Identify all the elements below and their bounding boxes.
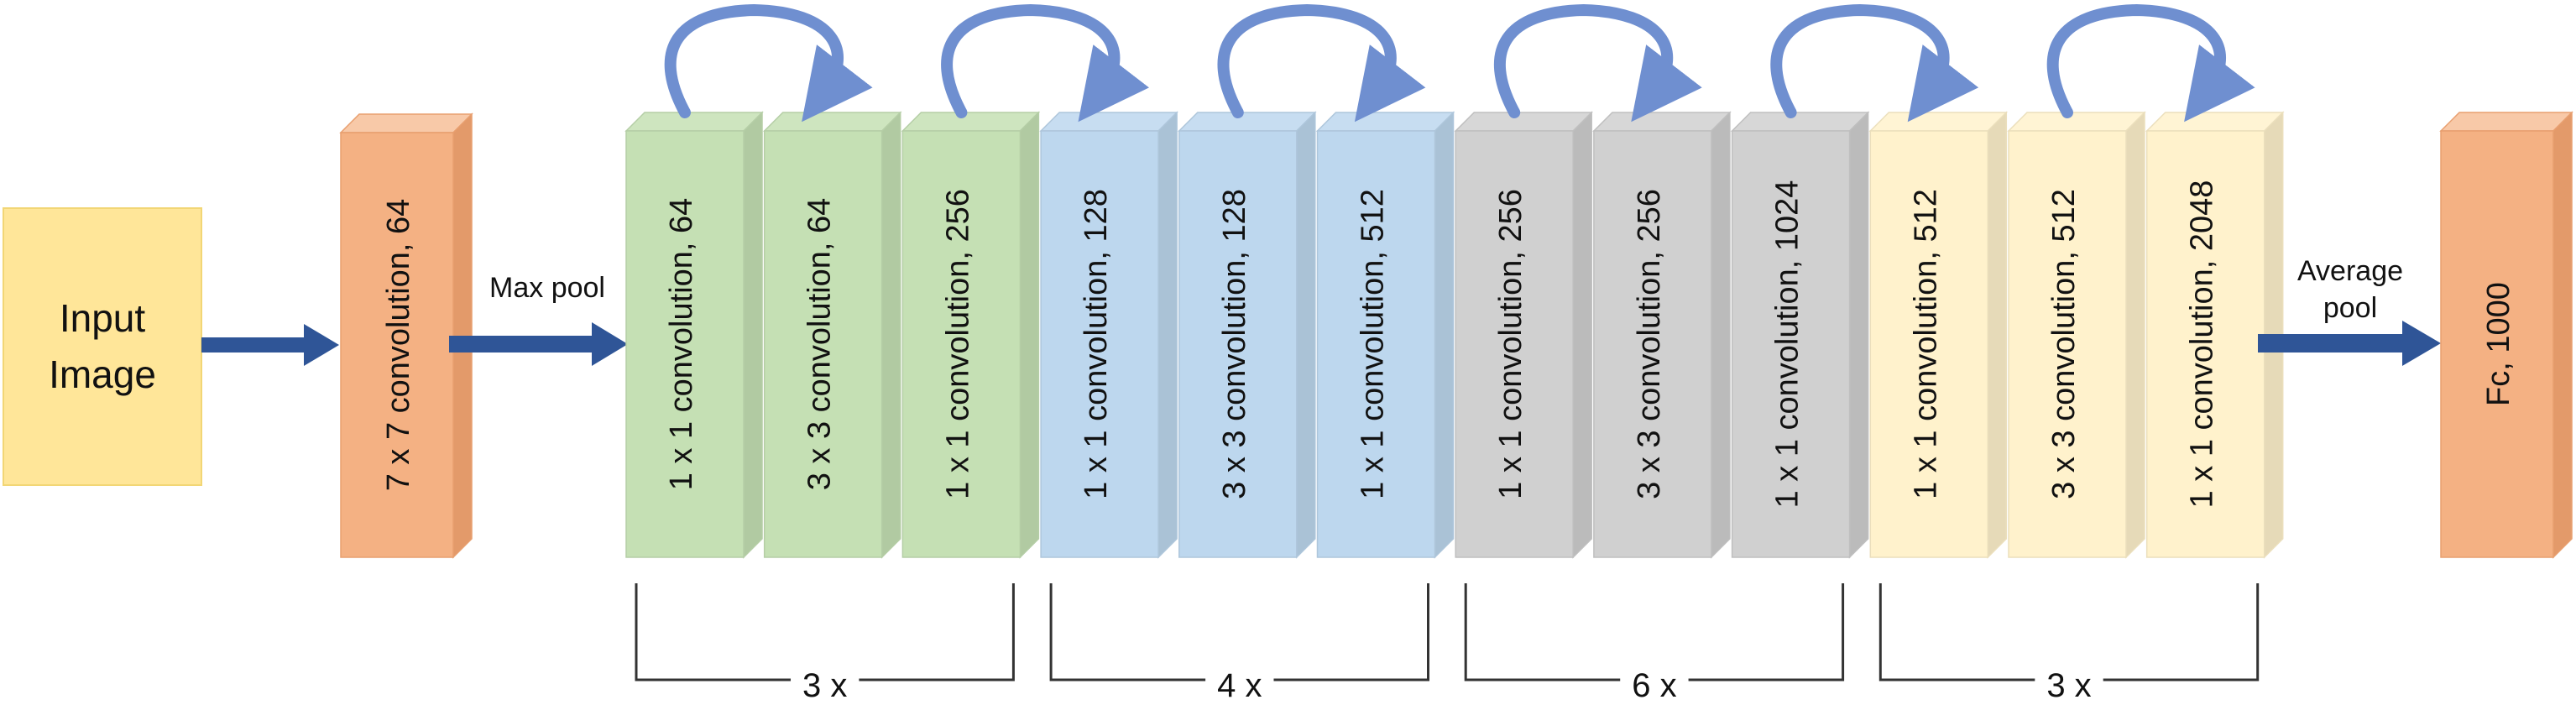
conv-block-2: 3 x 3 convolution, 64 [762, 111, 902, 559]
conv-block-side-face [1296, 111, 1316, 559]
conv-block-front-face [1731, 130, 1851, 558]
conv-block-front-face [901, 130, 1022, 558]
conv-block-side-face [1157, 111, 1178, 559]
conv-block-label: 1 x 1 convolution, 2048 [2185, 180, 2220, 509]
conv-block-side-face [1434, 111, 1455, 559]
conv-block-side-face [1572, 111, 1592, 559]
conv-block-side-face [1848, 111, 1869, 559]
conv-block-front-face [2008, 130, 2127, 558]
conv-block-8: 3 x 3 convolution, 256 [1592, 111, 1732, 559]
conv-block-front-face [2145, 130, 2265, 558]
conv-block-top-face [1177, 112, 1317, 132]
bracket-line [1464, 583, 1845, 682]
arrow-max-pool [449, 322, 628, 366]
conv-block-top-face [1039, 112, 1178, 132]
bracket-label-gap [791, 671, 860, 688]
conv-block-front-face [1040, 130, 1159, 558]
conv-block-label: 1 x 1 convolution, 512 [1908, 189, 1943, 499]
conv-block-1: 1 x 1 convolution, 64 [624, 111, 764, 559]
skip-connection-arrow [1493, 3, 1702, 123]
conv-block-label: 1 x 1 convolution, 128 [1079, 189, 1114, 499]
conv-block-side-face [1019, 111, 1040, 559]
skip-connection-arrow [2046, 3, 2255, 123]
conv-block-front-face [1178, 130, 1298, 558]
conv-block-side-face [1987, 111, 2008, 559]
repeat-bracket-2: 4 x [1049, 583, 1429, 704]
conv-block-front-face [625, 130, 745, 558]
conv-block-top-face [624, 112, 764, 132]
arrow-average-pool [2258, 321, 2441, 366]
arrow-input-to-stem [201, 324, 339, 366]
conv-block-6: 1 x 1 convolution, 512 [1315, 111, 1455, 559]
repeat-bracket-4: 3 x [1878, 583, 2260, 704]
bracket-line [1049, 583, 1429, 682]
repeat-bracket-3: 6 x [1464, 583, 1845, 704]
conv-block-side-face [1711, 111, 1731, 559]
conv-block-9: 1 x 1 convolution, 1024 [1730, 111, 1870, 559]
bracket-line [1878, 583, 2260, 682]
conv-block-top-face [1315, 112, 1455, 132]
conv-block-top-face [1868, 112, 2009, 132]
repeat-count-label: 6 x [1632, 667, 1676, 704]
repeat-bracket-1: 3 x [635, 583, 1015, 704]
conv-block-11: 3 x 3 convolution, 512 [2007, 111, 2146, 559]
skip-connection-arrow [941, 3, 1149, 123]
conv-block-front-face [1593, 130, 1712, 558]
conv-block-top-face [762, 112, 902, 132]
conv-block-top-face [2145, 112, 2285, 132]
conv-block-label: 3 x 3 convolution, 256 [1632, 189, 1667, 499]
conv-block-side-face [2125, 111, 2145, 559]
conv-block-top-face [2007, 112, 2146, 132]
conv-block-top-face [1730, 112, 1870, 132]
residual-blocks: 1 x 1 convolution, 64 3 x 3 convolution, … [624, 111, 2285, 559]
conv-block-7: 1 x 1 convolution, 256 [1454, 111, 1594, 559]
conv-block-4: 1 x 1 convolution, 128 [1039, 111, 1178, 559]
bracket-label-gap [2035, 671, 2103, 688]
conv-block-side-face [880, 111, 901, 559]
stem-conv-block: 7 x 7 convolution, 64 [339, 112, 473, 559]
conv-block-top-face [901, 112, 1041, 132]
skip-connection-arrow [1217, 3, 1426, 123]
stem-conv-label: 7 x 7 convolution, 64 [381, 199, 416, 492]
skip-connection-arrow [1770, 3, 1979, 123]
conv-block-10: 1 x 1 convolution, 512 [1868, 111, 2009, 559]
conv-block-front-face [1316, 130, 1436, 558]
repeat-brackets: 3 x 4 x 6 x 3 x [635, 583, 2260, 704]
conv-block-front-face [763, 130, 883, 558]
conv-block-label: 1 x 1 convolution, 1024 [1770, 180, 1805, 509]
input-image-label-line1: Input [60, 296, 146, 340]
conv-block-top-face [1454, 112, 1594, 132]
average-pool-label-line2: pool [2323, 292, 2377, 324]
conv-block-label: 1 x 1 convolution, 64 [664, 198, 699, 491]
conv-block-label: 3 x 3 convolution, 128 [1217, 189, 1252, 499]
conv-block-label: 3 x 3 convolution, 64 [802, 198, 838, 491]
input-image-box: Input Image [3, 207, 202, 486]
fc-block: Fc, 1000 [2439, 111, 2573, 559]
input-image-label-line2: Image [49, 352, 156, 396]
max-pool-label: Max pool [489, 272, 605, 304]
repeat-count-label: 3 x [2046, 667, 2091, 704]
bracket-line [635, 583, 1015, 682]
bracket-label-gap [1620, 671, 1689, 688]
conv-block-label: 1 x 1 convolution, 256 [1493, 189, 1528, 499]
skip-connection-loops [664, 3, 2255, 123]
skip-connection-arrow [664, 3, 873, 123]
bracket-label-gap [1205, 671, 1274, 688]
average-pool-label-line1: Average [2297, 255, 2403, 287]
conv-block-label: 3 x 3 convolution, 512 [2046, 189, 2082, 499]
conv-block-side-face [743, 111, 763, 559]
conv-block-top-face [1592, 112, 1732, 132]
conv-block-5: 3 x 3 convolution, 128 [1177, 111, 1317, 559]
repeat-count-label: 4 x [1217, 667, 1262, 704]
conv-block-label: 1 x 1 convolution, 512 [1356, 189, 1391, 499]
fc-label: Fc, 1000 [2481, 282, 2516, 406]
repeat-count-label: 3 x [802, 667, 847, 704]
conv-block-front-face [1869, 130, 1989, 558]
conv-block-3: 1 x 1 convolution, 256 [901, 111, 1041, 559]
conv-block-front-face [1455, 130, 1574, 558]
conv-block-label: 1 x 1 convolution, 256 [940, 189, 975, 499]
